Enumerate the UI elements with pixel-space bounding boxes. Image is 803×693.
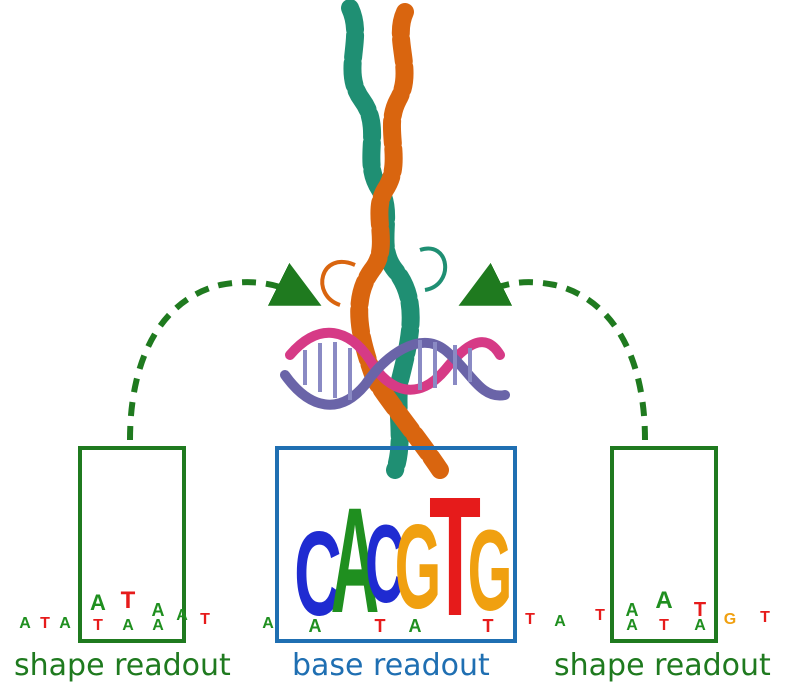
svg-text:T: T: [200, 611, 210, 628]
svg-text:T: T: [595, 607, 605, 624]
logo-letter-G2: G: [468, 508, 513, 636]
svg-text:A: A: [152, 600, 165, 620]
logo-core: C A C G T G A T A T: [294, 462, 512, 652]
svg-text:T: T: [694, 599, 706, 621]
svg-text:A: A: [90, 590, 106, 615]
loop-right: [419, 246, 448, 292]
logo-letter-C2: C: [365, 503, 405, 626]
svg-text:A: A: [309, 616, 322, 636]
svg-text:A: A: [176, 607, 188, 624]
svg-text:T: T: [121, 587, 136, 614]
center-base-readout-label: base readout: [292, 648, 490, 683]
svg-text:A: A: [59, 615, 71, 632]
left-arrow: [127, 262, 322, 441]
svg-text:A: A: [262, 615, 274, 632]
svg-text:A: A: [409, 616, 422, 636]
svg-text:A: A: [694, 617, 706, 634]
svg-text:A: A: [554, 613, 566, 630]
helix-strand-orange: [350, 3, 449, 479]
svg-text:T: T: [93, 617, 103, 634]
svg-text:A: A: [122, 617, 134, 634]
flank-left-letters: A T A A T A A T A T A A: [19, 587, 274, 634]
logo-letter-G1: G: [395, 500, 442, 634]
svg-text:A: A: [626, 600, 639, 620]
logo-letter-A: A: [331, 477, 380, 645]
svg-text:G: G: [724, 611, 736, 628]
svg-text:A: A: [19, 615, 31, 632]
svg-text:A: A: [152, 617, 164, 634]
dna-helix: [280, 327, 510, 410]
svg-text:T: T: [375, 616, 386, 636]
sequence-logo: A T A A T A A T A T A A C A C G T G A T …: [19, 462, 770, 652]
right-shape-box: [610, 446, 718, 643]
svg-text:T: T: [40, 615, 50, 632]
flank-right-letters: T A T A A T G T T A A: [525, 587, 770, 634]
logo-letter-C1: C: [294, 506, 342, 641]
right-arrow: [458, 262, 648, 441]
logo-letter-T: T: [429, 462, 481, 652]
svg-text:T: T: [659, 617, 669, 634]
left-shape-readout-label: shape readout: [14, 648, 231, 683]
dna-strand-purple: [280, 337, 510, 410]
svg-text:T: T: [760, 609, 770, 626]
svg-text:T: T: [483, 616, 494, 636]
center-base-box: [275, 446, 517, 643]
svg-text:A: A: [655, 587, 672, 614]
right-shape-readout-label: shape readout: [554, 648, 771, 683]
svg-text:A: A: [626, 617, 638, 634]
left-shape-box: [78, 446, 186, 643]
dna-strand-pink: [285, 327, 505, 395]
loop-left: [320, 260, 356, 307]
dna-base-pairs: [303, 340, 472, 400]
svg-text:T: T: [525, 611, 535, 628]
